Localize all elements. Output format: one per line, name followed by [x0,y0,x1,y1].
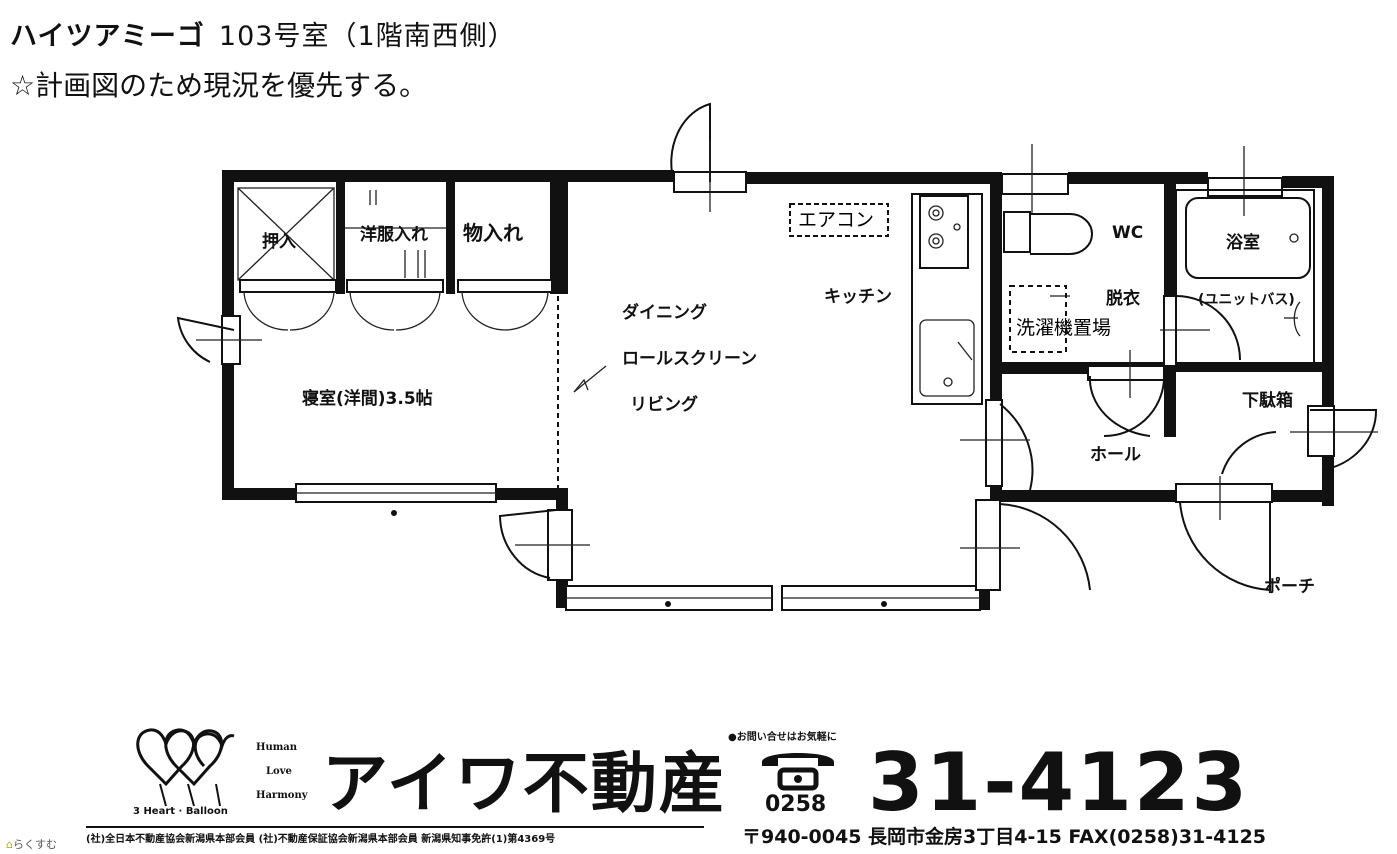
company-address: 〒940-0045 長岡市金房3丁目4-15 FAX(0258)31-4125 [742,826,1267,848]
kitchen-counter [911,193,983,405]
toilet [1003,211,1093,255]
label-bedroom: 寝室(洋間)3.5帖 [302,388,433,409]
label-oshiire: 押入 [262,231,296,252]
tagline-harmony: Harmony [256,790,308,801]
room-number: 103号室（1階南西側） [218,21,516,52]
label-rollscreen: ロールスクリーン [622,349,757,369]
telephone-icon [762,753,834,791]
label-monoire: 物入れ [463,221,523,245]
three-hearts-logo-icon [136,728,235,807]
association-info: (社)全日本不動産協会新潟県本部会員 (社)不動産保証協会新潟県本部会員 新潟県… [86,826,704,845]
building-name: ハイツアミーゴ [10,21,205,52]
label-getabako: 下駄箱 [1242,390,1293,411]
contact-note: ●お問い合せはお気軽に [728,732,837,743]
label-dining: ダイニング [622,302,707,323]
label-porch: ポーチ [1264,576,1315,597]
label-kitchen: キッチン [824,287,892,307]
company-name: アイワ不動産 [322,745,727,822]
floor-plan: 押入 洋服入れ 物入れ エアコン キッチン WC 浴室 脱衣 (ユニットバス) … [176,102,1378,611]
label-aircon: エアコン [798,209,874,231]
logo-tag: 3 Heart · Balloon [133,806,228,817]
label-wc: WC [1112,223,1143,243]
door-swings [176,102,1378,592]
label-washer: 洗濯機置場 [1016,317,1111,339]
tagline-human: Human [256,742,298,753]
aircon-box [789,203,889,237]
label-youfukuire: 洋服入れ [360,224,428,245]
label-bath: 浴室 [1226,232,1260,253]
area-code: 0258 [765,792,827,817]
roll-screen [557,296,607,488]
washer-box [1009,285,1067,353]
tagline-love: Love [266,766,292,777]
plan-note: ☆計画図のため現況を優先する。 [10,69,428,102]
label-hall: ホール [1090,445,1141,465]
site-watermark: ⌂らくすむ [6,836,57,852]
label-unitbath: (ユニットバス) [1198,292,1295,308]
phone-number: 31-4123 [868,736,1250,829]
label-datsui: 脱衣 [1106,288,1140,309]
watermark-text: らくすむ [12,838,57,851]
closets [237,187,553,331]
listing-title: ハイツアミーゴ 103号室（1階南西側） [10,14,516,53]
company-footer: 3 Heart · Balloon Human Love Harmony アイワ… [0,700,1397,854]
construction-marks [196,140,1378,549]
tagline: Human Love Harmony [256,736,308,808]
label-living: リビング [630,394,698,415]
unit-bath [1175,189,1315,365]
house-icon: ⌂ [6,838,13,851]
